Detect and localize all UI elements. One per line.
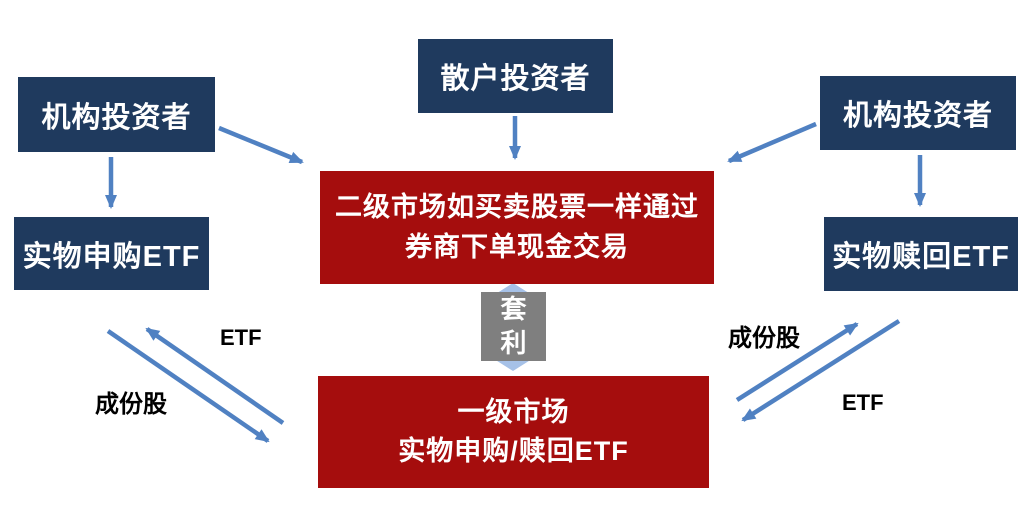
arrow-etf-icon-right-down <box>741 319 901 422</box>
box-retail-investor: 散户投资者 <box>418 39 613 113</box>
arrow-constituent-icon-left-down <box>106 329 270 443</box>
edge-label-constituent-right: 成份股 <box>728 325 800 352</box>
arrow-diagonal-icon-right-to-secondary <box>727 121 817 164</box>
arrow-diagonal-icon-left-to-secondary <box>218 125 304 165</box>
box-secondary-market: 二级市场如买卖股票一样通过 券商下单现金交易 <box>320 171 714 284</box>
arrow-etf-icon-left-up <box>145 327 285 425</box>
edge-label-etf-left: ETF <box>220 325 262 350</box>
box-arbitrage: 套 利 <box>481 292 546 361</box>
edge-label-etf-right: ETF <box>842 390 884 415</box>
box-institutional-investor-right: 机构投资者 <box>820 76 1016 150</box>
box-physical-creation-etf: 实物申购ETF <box>14 217 209 290</box>
box-primary-market: 一级市场 实物申购/赎回ETF <box>318 376 709 488</box>
edge-label-constituent-left: 成份股 <box>95 391 167 418</box>
box-physical-redemption-etf: 实物赎回ETF <box>824 217 1018 291</box>
box-institutional-investor-left: 机构投资者 <box>18 77 215 152</box>
arrow-constituent-icon-right-up <box>735 322 859 402</box>
